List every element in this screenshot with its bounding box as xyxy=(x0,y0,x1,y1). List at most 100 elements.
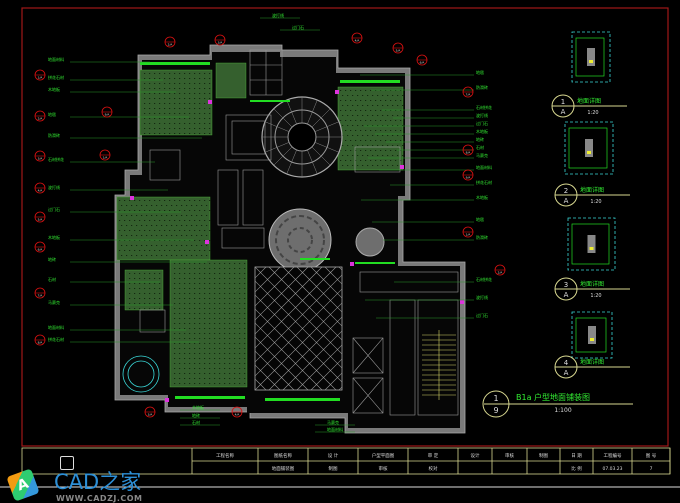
detail-title: 地面详图 xyxy=(577,97,601,105)
material-label: 石材 xyxy=(48,276,56,282)
bedroom-wood-floor xyxy=(139,69,213,136)
material-label: 地毯 xyxy=(476,69,484,75)
material-label: 过门石 xyxy=(48,206,60,212)
callout-label: 8/A xyxy=(466,151,471,155)
callout-symbol[interactable]: 2/A xyxy=(494,264,506,276)
title-block-cell: 户型平面图 xyxy=(372,452,395,459)
callout-symbol[interactable]: 9/A xyxy=(462,169,474,181)
callout-symbol[interactable]: 4/A xyxy=(34,182,46,194)
study-wood-floor xyxy=(124,269,164,311)
callout-label: 6/A xyxy=(420,61,425,65)
callout-symbol[interactable]: 3/A xyxy=(144,406,156,418)
material-label: 波打线 xyxy=(272,12,284,18)
detail-number: 1 xyxy=(561,98,565,106)
detail-number: 4 xyxy=(564,359,569,367)
material-label: 木地板 xyxy=(48,234,60,240)
detail-scale: 1:20 xyxy=(587,110,598,116)
drawing-title-text: B1a 户型地面铺装图 xyxy=(516,392,590,402)
material-label: 木地板 xyxy=(476,128,488,134)
title-block: 工程名称图纸名称设 计户型平面图审 定设计审核制图日 期工程编号图 号地面铺装图… xyxy=(21,447,671,475)
callout-label: 7/A xyxy=(466,93,471,97)
material-label: 波打线 xyxy=(48,184,60,190)
material-label: 过门石 xyxy=(292,24,304,30)
material-label: 地砖 xyxy=(192,412,200,418)
title-block-cell: 比 例 xyxy=(571,465,582,472)
callout-symbol[interactable]: 8/A xyxy=(34,334,46,346)
callout-label: 5/A xyxy=(38,218,43,222)
material-label: 地面材料 xyxy=(48,324,64,330)
callout-label: 4/A xyxy=(235,413,240,417)
balcony-floor xyxy=(215,62,247,99)
home-icon xyxy=(60,456,74,470)
detail-sheet: A xyxy=(564,369,569,377)
callout-label: 9/A xyxy=(105,113,110,117)
drawing-title: 1 9 B1a 户型地面铺装图 1:100 xyxy=(482,390,633,418)
callout-label: 3/A xyxy=(38,157,43,161)
detail-sheet: A xyxy=(564,291,569,299)
material-label: 地毯 xyxy=(48,111,56,117)
material-label: 地砖 xyxy=(48,256,56,262)
callout-symbol[interactable]: 6/A xyxy=(34,241,46,253)
material-label: 地砖 xyxy=(476,136,484,142)
callout-symbol[interactable]: 7/A xyxy=(34,287,46,299)
callout-symbol[interactable]: 1/A xyxy=(99,149,111,161)
detail-number: 2 xyxy=(564,187,568,195)
title-block-cell: 审核 xyxy=(505,452,514,459)
detail-view-4: 4A 地面详图 xyxy=(554,311,630,379)
material-label: 地面材料 xyxy=(327,426,343,432)
callout-symbol[interactable]: 2/A xyxy=(164,36,176,48)
title-block-cell: 7 xyxy=(650,466,653,472)
callout-label: 2/A xyxy=(498,271,503,275)
callout-symbol[interactable]: 2/A xyxy=(34,110,46,122)
detail-number: 3 xyxy=(564,281,568,289)
detail-title: 地面详图 xyxy=(580,358,604,366)
callout-label: 3/A xyxy=(148,413,153,417)
material-label: 防滑砖 xyxy=(476,84,488,90)
callout-symbol[interactable]: 3/A xyxy=(34,150,46,162)
material-label: 马赛克 xyxy=(476,152,488,158)
master-bedroom-wood-floor xyxy=(169,259,248,388)
callout-label: 2/A xyxy=(168,43,173,47)
callout-symbol[interactable]: 7/A xyxy=(462,86,474,98)
callout-symbol[interactable]: 5/A xyxy=(392,42,404,54)
title-block-cell: 工程名称 xyxy=(216,452,234,459)
callout-symbol[interactable]: 4/A xyxy=(231,406,243,418)
title-block-cell: 地面铺装图 xyxy=(272,465,295,472)
callout-symbol[interactable]: 8/A xyxy=(462,144,474,156)
callout-symbol[interactable]: 9/A xyxy=(101,106,113,118)
material-label: 石材拼花 xyxy=(476,276,492,282)
callout-label: 9/A xyxy=(466,176,471,180)
callout-symbol[interactable]: 3/A xyxy=(214,34,226,46)
callout-label: 6/A xyxy=(38,248,43,252)
drawing-frame xyxy=(21,7,669,447)
title-block-cell: 工程编号 xyxy=(604,452,622,459)
callout-symbol[interactable]: 4/A xyxy=(351,32,363,44)
material-label: 石材拼花 xyxy=(48,156,64,162)
callout-symbol[interactable]: 1/A xyxy=(462,226,474,238)
window-marks xyxy=(130,62,464,402)
title-block-cell: 设计 xyxy=(471,452,480,459)
material-label: 过门石 xyxy=(476,312,488,318)
material-label: 拼花石材 xyxy=(48,336,64,342)
callout-symbol[interactable]: 1/A xyxy=(34,69,46,81)
callout-label: 1/A xyxy=(103,156,108,160)
material-label: 木地板 xyxy=(476,194,488,200)
watermark-url: WWW.CADZJ.COM xyxy=(56,494,143,503)
title-block-cell: 设 计 xyxy=(328,452,339,459)
material-label: 地面材料 xyxy=(48,56,64,62)
material-label: 防滑砖 xyxy=(476,234,488,240)
material-label: 拼花石材 xyxy=(48,74,64,80)
title-block-cell: 图纸名称 xyxy=(274,452,292,459)
callout-symbol[interactable]: 5/A xyxy=(34,211,46,223)
bathtub xyxy=(122,355,160,393)
callout-symbol[interactable]: 6/A xyxy=(416,54,428,66)
material-label: 波打线 xyxy=(476,294,488,300)
callout-label: 7/A xyxy=(38,294,43,298)
callout-label: 4/A xyxy=(38,189,43,193)
title-block-cell: 制图 xyxy=(539,452,548,459)
cad-cube-logo-icon: A xyxy=(6,468,40,502)
material-label: 地毯 xyxy=(476,216,484,222)
